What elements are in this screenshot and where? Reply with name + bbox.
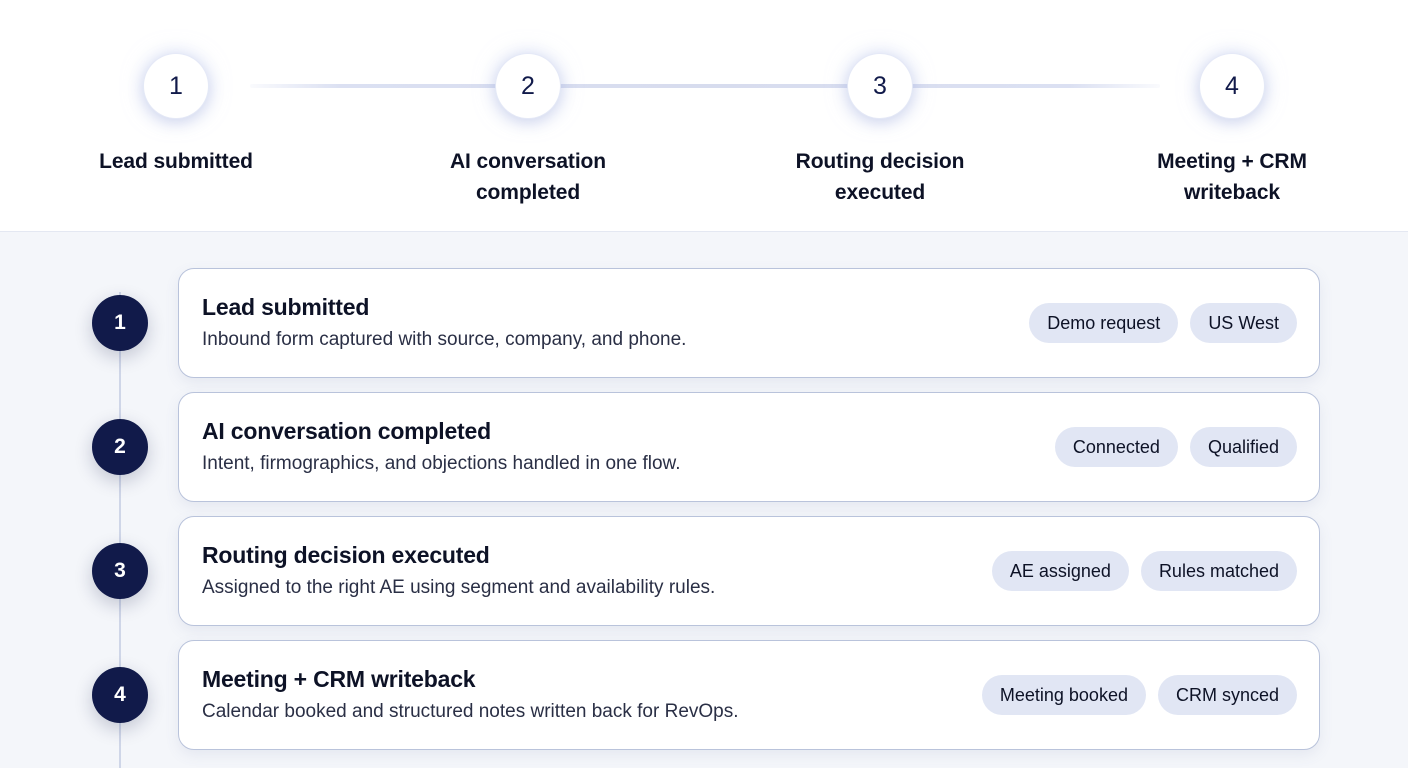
timeline-badge-4: 4 xyxy=(92,667,148,723)
stepper-connector-line xyxy=(250,84,1160,88)
status-badge: Qualified xyxy=(1189,427,1297,467)
stepper-steps: 1 Lead submitted 2 AI conversation compl… xyxy=(0,0,1408,232)
stepper-label-3: Routing decision executed xyxy=(795,150,965,204)
stepper-label-1: Lead submitted xyxy=(99,150,253,173)
timeline-card-tags: Connected Qualified xyxy=(1054,427,1297,467)
timeline-row: 1 Lead submitted Inbound form captured w… xyxy=(0,268,1408,378)
stepper-step-3[interactable]: 3 Routing decision executed xyxy=(704,0,1056,232)
timeline-rail xyxy=(119,292,121,768)
timeline-row: 3 Routing decision executed Assigned to … xyxy=(0,516,1408,626)
timeline-card-title: Lead submitted xyxy=(202,294,370,320)
timeline-card-tags: Meeting booked CRM synced xyxy=(981,675,1297,715)
timeline-card-description: Calendar booked and structured notes wri… xyxy=(202,701,739,722)
stepper-circle-3[interactable]: 3 xyxy=(848,54,912,118)
status-badge: Demo request xyxy=(1029,303,1179,343)
stepper-header: 1 Lead submitted 2 AI conversation compl… xyxy=(0,0,1408,232)
timeline-card-description: Assigned to the right AE using segment a… xyxy=(202,577,716,598)
timeline-card-description: Inbound form captured with source, compa… xyxy=(202,329,687,350)
status-badge: Meeting booked xyxy=(981,675,1146,715)
stepper-circle-4[interactable]: 4 xyxy=(1200,54,1264,118)
timeline-card-tags: Demo request US West xyxy=(1029,303,1297,343)
timeline-card-title: Meeting + CRM writeback xyxy=(202,666,476,692)
stepper-step-2[interactable]: 2 AI conversation completed xyxy=(352,0,704,232)
stepper-circle-2[interactable]: 2 xyxy=(496,54,560,118)
stepper-circle-1[interactable]: 1 xyxy=(144,54,208,118)
timeline-card-text: Routing decision executed Assigned to th… xyxy=(202,541,715,601)
status-badge: US West xyxy=(1190,303,1297,343)
timeline-card-tags: AE assigned Rules matched xyxy=(991,551,1297,591)
timeline-list: 1 Lead submitted Inbound form captured w… xyxy=(0,232,1408,768)
status-badge: Connected xyxy=(1054,427,1178,467)
stepper-track xyxy=(0,0,1408,232)
timeline-card-1[interactable]: Lead submitted Inbound form captured wit… xyxy=(178,268,1320,378)
status-badge: AE assigned xyxy=(991,551,1129,591)
status-badge: CRM synced xyxy=(1157,675,1297,715)
timeline-card-title: AI conversation completed xyxy=(202,418,491,444)
timeline-card-text: Lead submitted Inbound form captured wit… xyxy=(202,293,686,353)
timeline-row: 2 AI conversation completed Intent, firm… xyxy=(0,392,1408,502)
stepper-step-1[interactable]: 1 Lead submitted xyxy=(0,0,352,232)
timeline-badge-1: 1 xyxy=(92,295,148,351)
timeline-card-2[interactable]: AI conversation completed Intent, firmog… xyxy=(178,392,1320,502)
timeline-card-text: AI conversation completed Intent, firmog… xyxy=(202,417,680,477)
timeline-card-title: Routing decision executed xyxy=(202,542,490,568)
timeline-row: 4 Meeting + CRM writeback Calendar booke… xyxy=(0,640,1408,750)
stepper-step-4[interactable]: 4 Meeting + CRM writeback xyxy=(1056,0,1408,232)
stepper-label-2: AI conversation completed xyxy=(449,150,607,204)
timeline-card-4[interactable]: Meeting + CRM writeback Calendar booked … xyxy=(178,640,1320,750)
timeline-card-text: Meeting + CRM writeback Calendar booked … xyxy=(202,665,739,725)
timeline-card-description: Intent, firmographics, and objections ha… xyxy=(202,453,681,474)
timeline-card-3[interactable]: Routing decision executed Assigned to th… xyxy=(178,516,1320,626)
status-badge: Rules matched xyxy=(1140,551,1297,591)
timeline-badge-3: 3 xyxy=(92,543,148,599)
stepper-label-4: Meeting + CRM writeback xyxy=(1157,150,1307,204)
timeline-badge-2: 2 xyxy=(92,419,148,475)
